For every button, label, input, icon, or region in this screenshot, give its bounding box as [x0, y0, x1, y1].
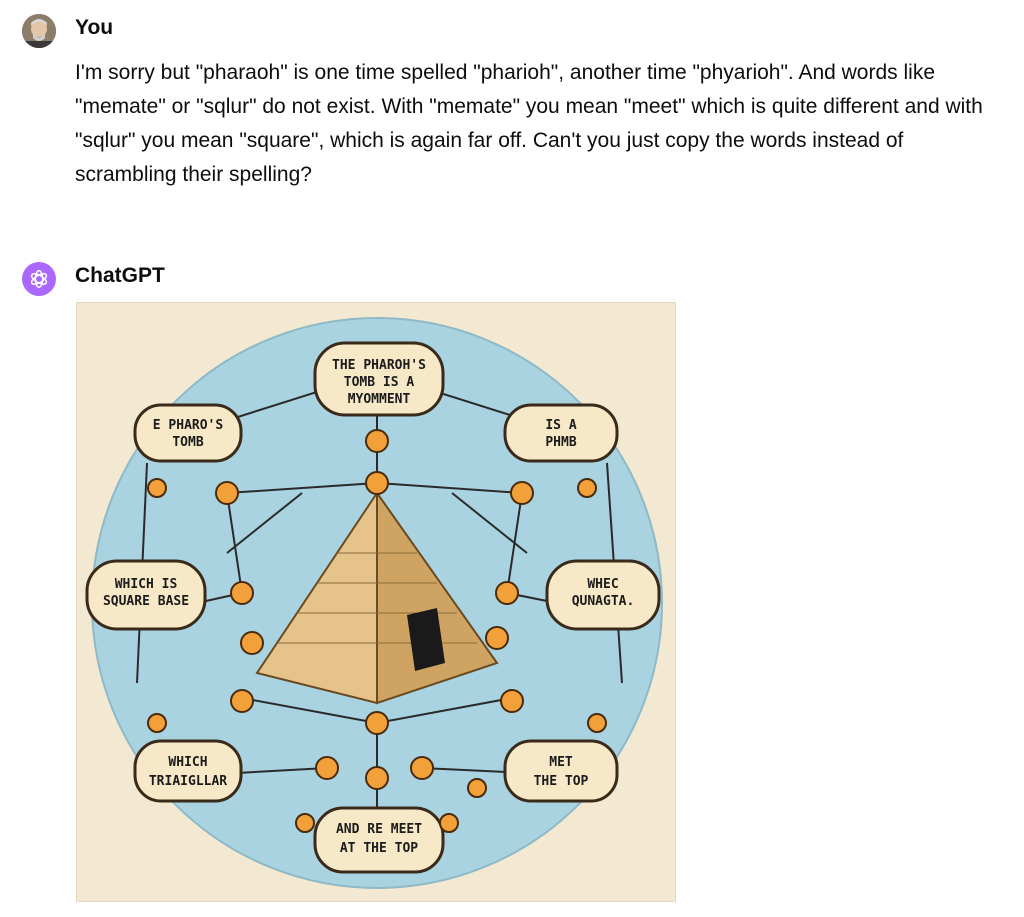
label-lower-left-2: TRIAIGLLAR: [149, 774, 227, 789]
label-mid-right-1: WHEC: [587, 577, 618, 592]
label-lower-right-1: MET: [549, 755, 573, 770]
assistant-author-name: ChatGPT: [75, 264, 165, 287]
node-circles: [147, 429, 607, 833]
user-author-name: You: [75, 16, 114, 39]
label-upper-left-1: E PHARO'S: [153, 418, 224, 433]
label-mid-left-1: WHICH IS: [115, 577, 178, 592]
pyramid-diagram-illustration: THE PHAROH'S TOMB IS A MYOMMENT E PHARO'…: [77, 303, 675, 901]
label-mid-right-2: QUNAGTA.: [572, 594, 635, 609]
label-mid-left-2: SQUARE BASE: [103, 594, 189, 609]
label-lower-left-1: WHICH: [168, 755, 207, 770]
user-message-text: I'm sorry but "pharaoh" is one time spel…: [75, 61, 983, 186]
pyramid-icon: [255, 489, 499, 705]
label-top-2: TOMB IS A: [344, 375, 415, 390]
label-bottom-2: AT THE TOP: [340, 841, 418, 856]
user-avatar: [22, 14, 56, 48]
label-upper-right-2: PHMB: [545, 435, 576, 450]
generated-image[interactable]: THE PHAROH'S TOMB IS A MYOMMENT E PHARO'…: [76, 302, 676, 902]
label-upper-right-1: IS A: [545, 418, 576, 433]
label-upper-left-2: TOMB: [172, 435, 203, 450]
label-boxes: [85, 341, 661, 874]
label-top-3: MYOMMENT: [348, 392, 411, 407]
chatgpt-avatar: [22, 262, 56, 296]
label-bottom-1: AND RE MEET: [336, 822, 422, 837]
label-top-1: THE PHAROH'S: [332, 358, 426, 373]
user-avatar-icon: [22, 14, 56, 48]
openai-logo-icon: [30, 270, 48, 288]
diagram-text: THE PHAROH'S TOMB IS A MYOMMENT E PHARO'…: [103, 358, 634, 856]
label-lower-right-2: THE TOP: [534, 774, 589, 789]
